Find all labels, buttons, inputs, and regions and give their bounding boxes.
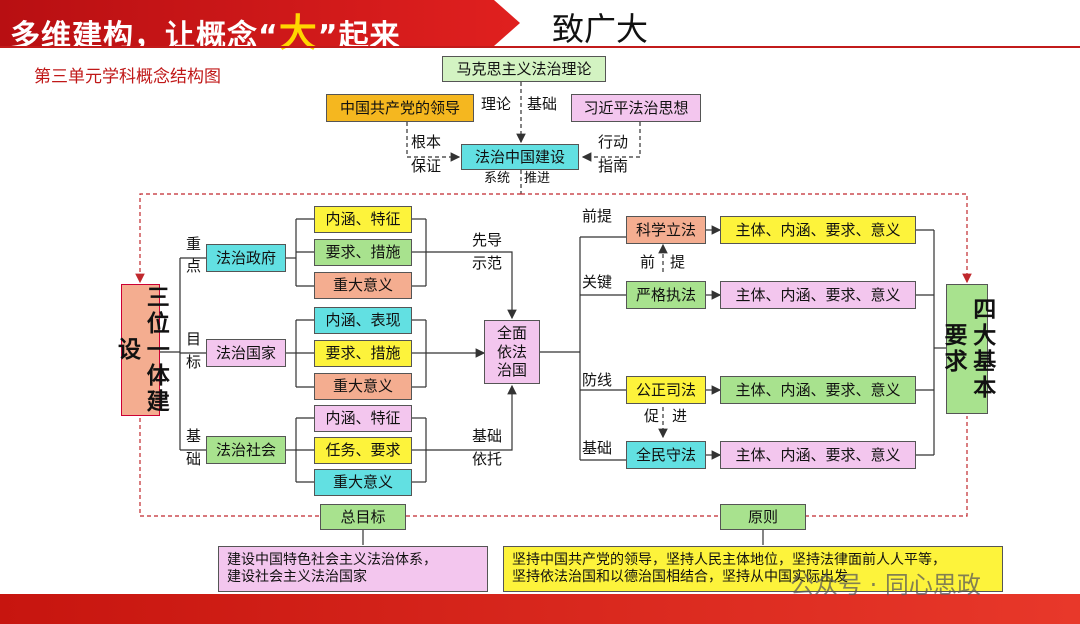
label-goal-1: 目 bbox=[186, 330, 202, 348]
label-base-1: 基 bbox=[186, 427, 202, 445]
marxism-theory-box: 马克思主义法治理论 bbox=[442, 56, 606, 82]
label-basic-1: 基础 bbox=[472, 427, 503, 445]
principle-box: 坚持中国共产党的领导，坚持人民主体地位，坚持法律面前人人平等， 坚持依法治国和以… bbox=[503, 546, 1003, 592]
comprehensive-rule-box: 全面依法治国 bbox=[484, 320, 540, 384]
label-key-1: 重 bbox=[186, 235, 202, 253]
country-item: 重大意义 bbox=[314, 373, 412, 400]
diagram-subtitle: 第三单元学科概念结构图 bbox=[34, 67, 221, 87]
label-goal-2: 标 bbox=[186, 353, 202, 371]
label-pre-1: 前 bbox=[640, 253, 656, 271]
label-lead-2: 示范 bbox=[472, 254, 503, 272]
gov-item: 重大意义 bbox=[314, 272, 412, 299]
label-lead-1: 先导 bbox=[472, 231, 503, 249]
country-item: 要求、措施 bbox=[314, 340, 412, 367]
principle-line-1: 坚持中国共产党的领导，坚持人民主体地位，坚持法律面前人人平等， bbox=[512, 551, 946, 568]
overall-goal-box: 建设中国特色社会主义法治体系， 建设社会主义法治国家 bbox=[218, 546, 488, 592]
label-promote: 推进 bbox=[524, 171, 551, 186]
gov-item: 要求、措施 bbox=[314, 239, 412, 266]
society-box: 法治社会 bbox=[206, 436, 286, 464]
label-pre-2: 提 bbox=[670, 253, 686, 271]
label-foundation: 基础 bbox=[527, 95, 558, 113]
detail-box: 主体、内涵、要求、意义 bbox=[720, 376, 916, 404]
society-item: 重大意义 bbox=[314, 469, 412, 496]
goal-line-2: 建设社会主义法治国家 bbox=[227, 569, 367, 585]
law-abiding-box: 全民守法 bbox=[626, 441, 706, 469]
four-requirements-box: 四大基本要求 bbox=[940, 284, 995, 414]
label-theory: 理论 bbox=[481, 95, 512, 113]
label-key-2: 点 bbox=[186, 257, 202, 275]
society-item: 任务、要求 bbox=[314, 437, 412, 464]
gov-box: 法治政府 bbox=[206, 244, 286, 272]
label-pro-1: 促 bbox=[644, 407, 660, 425]
title-banner bbox=[0, 0, 520, 46]
footer-bar bbox=[0, 594, 1080, 624]
label-root: 根本 bbox=[411, 133, 442, 151]
label-key: 关键 bbox=[582, 273, 613, 291]
label-pro-2: 进 bbox=[672, 407, 688, 425]
label-guide: 指南 bbox=[598, 157, 629, 175]
country-box: 法治国家 bbox=[206, 339, 286, 367]
label-base-2: 础 bbox=[186, 450, 202, 468]
rule-of-law-china-box: 法治中国建设 bbox=[461, 144, 579, 170]
party-leadership-box: 中国共产党的领导 bbox=[326, 94, 474, 122]
label-guarantee: 保证 bbox=[411, 157, 442, 175]
detail-box: 主体、内涵、要求、意义 bbox=[720, 281, 916, 309]
watermark-text: 公众号 · 同心思政 bbox=[790, 571, 981, 599]
page-title: 多维建构，让概念“大”起来 bbox=[10, 11, 401, 55]
label-premise: 前提 bbox=[582, 207, 613, 225]
judiciary-box: 公正司法 bbox=[626, 376, 706, 404]
three-in-one-box: 三位一体建设 bbox=[113, 284, 169, 416]
gov-item: 内涵、特征 bbox=[314, 206, 412, 233]
label-defense: 防线 bbox=[582, 371, 613, 389]
header-divider bbox=[0, 46, 1080, 48]
enforcement-box: 严格执法 bbox=[626, 281, 706, 309]
goal-line-1: 建设中国特色社会主义法治体系， bbox=[227, 551, 437, 568]
label-base: 基础 bbox=[582, 439, 613, 457]
legislation-box: 科学立法 bbox=[626, 216, 706, 244]
overall-goal-label: 总目标 bbox=[320, 504, 406, 530]
brand-text: 致广大 bbox=[552, 10, 649, 48]
principle-label: 原则 bbox=[720, 504, 806, 530]
detail-box: 主体、内涵、要求、意义 bbox=[720, 216, 916, 244]
detail-box: 主体、内涵、要求、意义 bbox=[720, 441, 916, 469]
principle-line-2: 坚持依法治国和以德治国相结合，坚持从中国实际出发 bbox=[512, 569, 848, 585]
xi-thought-box: 习近平法治思想 bbox=[571, 94, 701, 122]
label-basic-2: 依托 bbox=[472, 450, 503, 468]
country-item: 内涵、表现 bbox=[314, 307, 412, 334]
label-system: 系统 bbox=[484, 171, 511, 186]
society-item: 内涵、特征 bbox=[314, 405, 412, 432]
label-action: 行动 bbox=[598, 133, 629, 151]
